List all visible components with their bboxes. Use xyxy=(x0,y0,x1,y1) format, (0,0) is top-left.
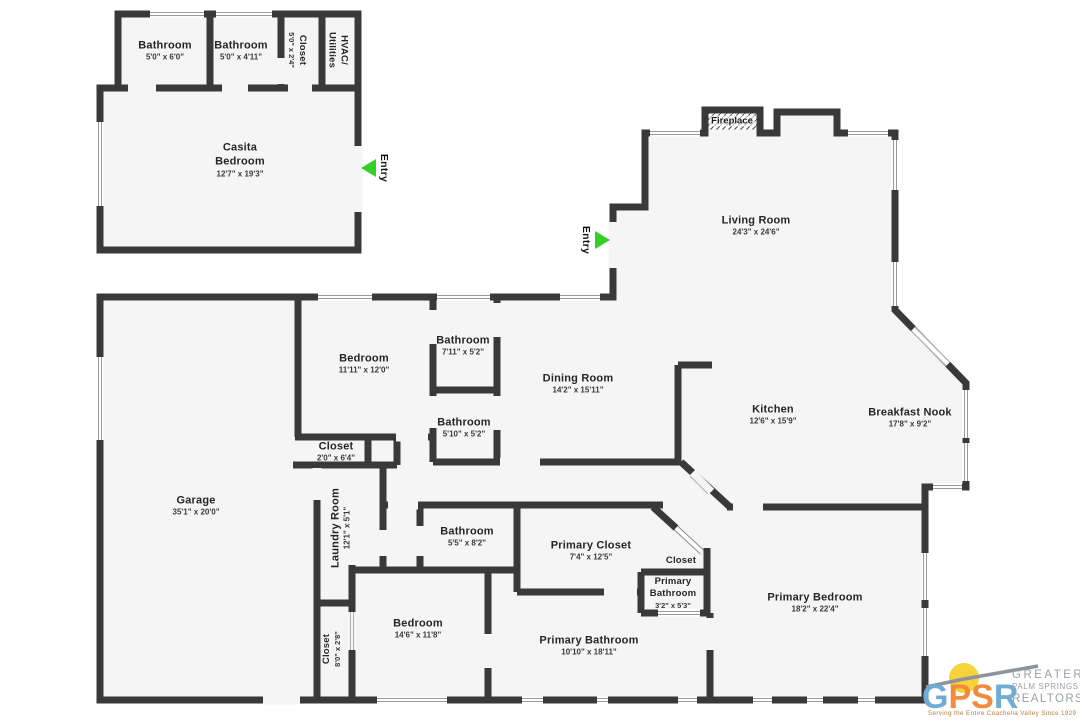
entry-label-main: Entry xyxy=(580,225,592,255)
logo-gpsr-text: GPSR xyxy=(922,678,1018,716)
entry-arrow-casita-icon xyxy=(361,159,376,177)
logo-swoosh-icon xyxy=(925,664,1039,689)
logo-line2: PALM SPRINGS xyxy=(1012,682,1079,691)
windows xyxy=(96,10,970,704)
entry-label-casita: Entry xyxy=(378,153,390,183)
door-openings xyxy=(128,58,763,705)
logo-tagline: Serving the Entire Coachella Valley Sinc… xyxy=(928,710,1077,717)
diagonal-door xyxy=(688,469,715,496)
diagonal-window xyxy=(910,326,951,367)
logo-line1: GREATER xyxy=(1012,669,1080,681)
slider-door-lines xyxy=(350,612,354,650)
entry-arrow-main-icon xyxy=(595,231,610,249)
closet-door-diagonal xyxy=(673,525,705,555)
fireplace-label: Fireplace xyxy=(709,115,755,127)
